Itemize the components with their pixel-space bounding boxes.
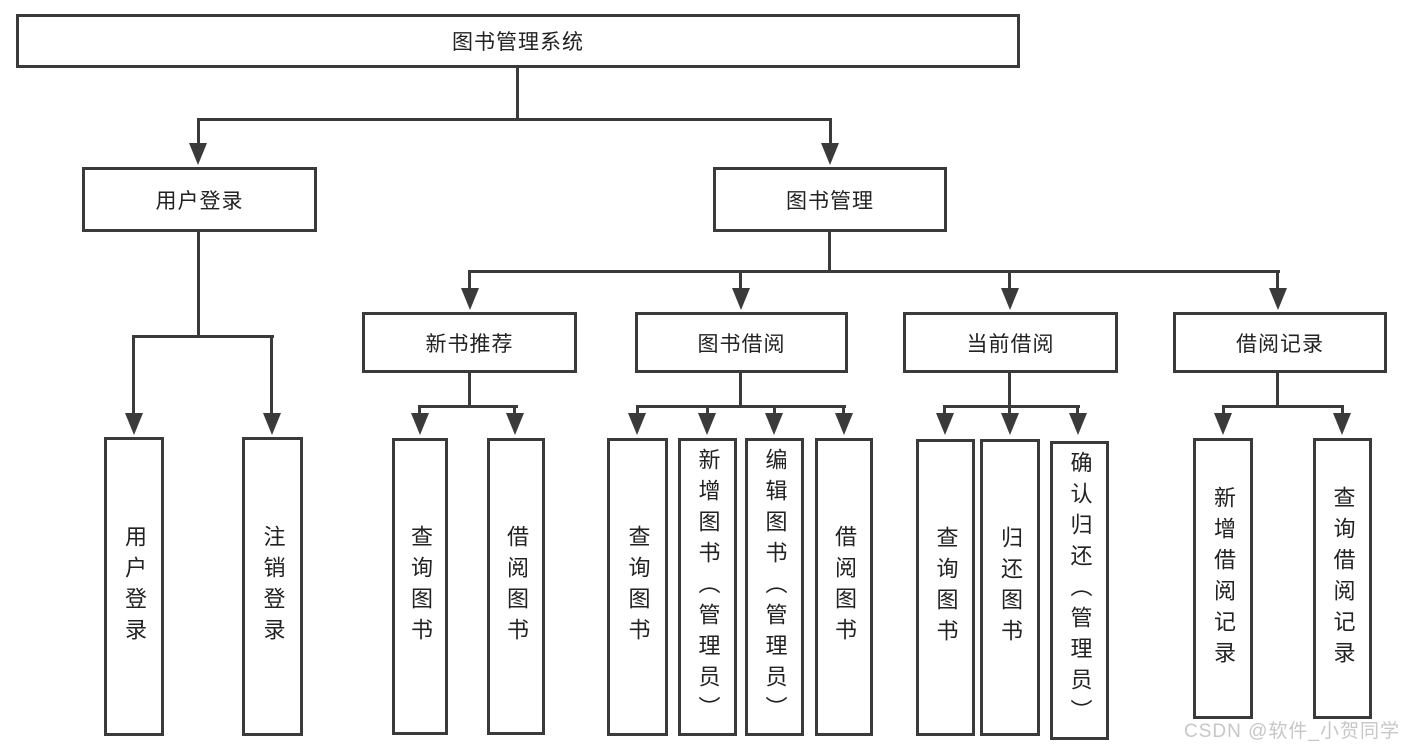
connector-br-stub xyxy=(1276,373,1279,408)
connector-level2-stem-right xyxy=(829,118,832,148)
leaf-bb-add-books-admin-label: 新增图书（管理员） xyxy=(695,447,721,727)
leaf-nb-query-books: 查询图书 xyxy=(392,438,448,735)
connector-cb-stem-1 xyxy=(943,405,946,415)
leaf-br-add-record: 新增借阅记录 xyxy=(1193,438,1253,719)
csdn-watermark: CSDN @软件_小贺同学 xyxy=(1184,721,1400,742)
leaf-cb-query-books: 查询图书 xyxy=(916,439,975,736)
arrowhead-to-bb-add-books xyxy=(698,413,716,435)
arrowhead-to-leaf-logout xyxy=(263,413,281,435)
leaf-user-login: 用户登录 xyxy=(104,437,164,736)
leaf-bb-edit-books-admin: 编辑图书（管理员） xyxy=(745,438,804,736)
connector-level3-stem-1 xyxy=(468,270,471,292)
node-library-system: 图书管理系统 xyxy=(16,14,1020,68)
arrowhead-to-cb-return-books xyxy=(1001,413,1019,435)
node-borrow-records-label: 借阅记录 xyxy=(1236,332,1324,356)
leaf-bb-borrow-books: 借阅图书 xyxy=(815,438,873,736)
connector-cb-stem-2 xyxy=(1008,405,1011,415)
arrowhead-to-cb-confirm-return xyxy=(1069,413,1087,435)
leaf-br-query-record-label: 查询借阅记录 xyxy=(1330,485,1356,672)
connector-bb-rail xyxy=(636,405,846,408)
leaf-bb-add-books-admin: 新增图书（管理员） xyxy=(678,438,737,736)
leaf-cb-return-books-label: 归还图书 xyxy=(998,525,1023,650)
leaf-cb-return-books: 归还图书 xyxy=(980,439,1040,736)
connector-user-login-stem-2 xyxy=(270,335,273,415)
node-current-borrow-label: 当前借阅 xyxy=(966,332,1055,356)
leaf-nb-borrow-books: 借阅图书 xyxy=(487,438,545,735)
leaf-bb-borrow-books-label: 借阅图书 xyxy=(832,525,857,649)
connector-level3-stem-2 xyxy=(739,270,742,292)
leaf-br-query-record: 查询借阅记录 xyxy=(1313,438,1372,719)
connector-br-stem-1 xyxy=(1222,405,1225,415)
leaf-logout: 注销登录 xyxy=(242,437,303,736)
connector-cb-rail xyxy=(943,405,1080,408)
connector-cb-stub xyxy=(1008,373,1011,408)
arrowhead-to-cb-query-books xyxy=(936,413,954,435)
leaf-nb-query-books-label: 查询图书 xyxy=(408,524,433,649)
connector-level3-stem-4 xyxy=(1276,270,1279,292)
connector-br-stem-2 xyxy=(1341,405,1344,415)
node-book-management: 图书管理 xyxy=(713,167,947,232)
connector-level3-rail xyxy=(468,270,1280,273)
connector-bb-stub xyxy=(739,373,742,408)
connector-nb-stub xyxy=(468,373,471,408)
node-current-borrow: 当前借阅 xyxy=(903,312,1118,373)
arrowhead-to-user-login xyxy=(189,143,207,165)
connector-bb-stem-4 xyxy=(842,405,845,415)
leaf-user-login-label: 用户登录 xyxy=(122,524,147,649)
leaf-cb-query-books-label: 查询图书 xyxy=(933,525,959,650)
connector-nb-stem-2 xyxy=(513,405,516,415)
node-book-borrow: 图书借阅 xyxy=(635,312,848,373)
arrowhead-to-leaf-user-login xyxy=(125,413,143,435)
connector-user-login-rail xyxy=(132,335,274,338)
connector-level2-rail xyxy=(197,118,832,121)
connector-bb-stem-2 xyxy=(706,405,709,415)
leaf-br-add-record-label: 新增借阅记录 xyxy=(1211,485,1236,672)
arrowhead-to-bb-edit-books xyxy=(765,413,783,435)
node-new-book-recommend: 新书推荐 xyxy=(362,312,577,373)
arrowhead-to-book-management xyxy=(821,143,839,165)
arrowhead-to-current-borrow xyxy=(1001,288,1019,310)
leaf-nb-borrow-books-label: 借阅图书 xyxy=(504,524,529,649)
connector-br-rail xyxy=(1222,405,1344,408)
connector-level3-stem-3 xyxy=(1008,270,1011,292)
connector-bb-stem-3 xyxy=(773,405,776,415)
arrowhead-to-new-book-recommend xyxy=(461,288,479,310)
arrowhead-to-nb-query-books xyxy=(411,413,429,435)
leaf-bb-query-books-label: 查询图书 xyxy=(625,525,651,649)
node-borrow-records: 借阅记录 xyxy=(1173,312,1387,373)
leaf-bb-query-books: 查询图书 xyxy=(607,438,668,736)
arrowhead-to-br-add-record xyxy=(1214,413,1232,435)
connector-nb-stem-1 xyxy=(418,405,421,415)
connector-cb-stem-3 xyxy=(1076,405,1079,415)
connector-root-stub xyxy=(516,68,519,121)
node-user-login-label: 用户登录 xyxy=(155,189,244,213)
connector-user-login-stub xyxy=(197,232,200,338)
connector-nb-rail xyxy=(418,405,518,408)
node-book-borrow-label: 图书借阅 xyxy=(697,332,786,356)
arrowhead-to-borrow-records xyxy=(1269,288,1287,310)
connector-bb-stem-1 xyxy=(636,405,639,415)
leaf-cb-confirm-return-admin: 确认归还（管理员） xyxy=(1050,441,1109,740)
arrowhead-to-bb-query-books xyxy=(628,413,646,435)
leaf-bb-edit-books-admin-label: 编辑图书（管理员） xyxy=(762,447,788,727)
leaf-cb-confirm-return-admin-label: 确认归还（管理员） xyxy=(1067,451,1093,730)
node-book-management-label: 图书管理 xyxy=(786,189,874,213)
arrowhead-to-book-borrow xyxy=(732,288,750,310)
arrowhead-to-bb-borrow-books xyxy=(835,413,853,435)
node-new-book-recommend-label: 新书推荐 xyxy=(425,332,514,356)
connector-level2-stem-left xyxy=(197,118,200,148)
arrowhead-to-br-query-record xyxy=(1333,413,1351,435)
node-library-system-label: 图书管理系统 xyxy=(452,31,584,54)
arrowhead-to-nb-borrow-books xyxy=(506,413,524,435)
leaf-logout-label: 注销登录 xyxy=(260,524,286,649)
connector-user-login-stem-1 xyxy=(132,335,135,415)
node-user-login: 用户登录 xyxy=(82,167,317,232)
connector-book-management-stub xyxy=(828,232,831,273)
